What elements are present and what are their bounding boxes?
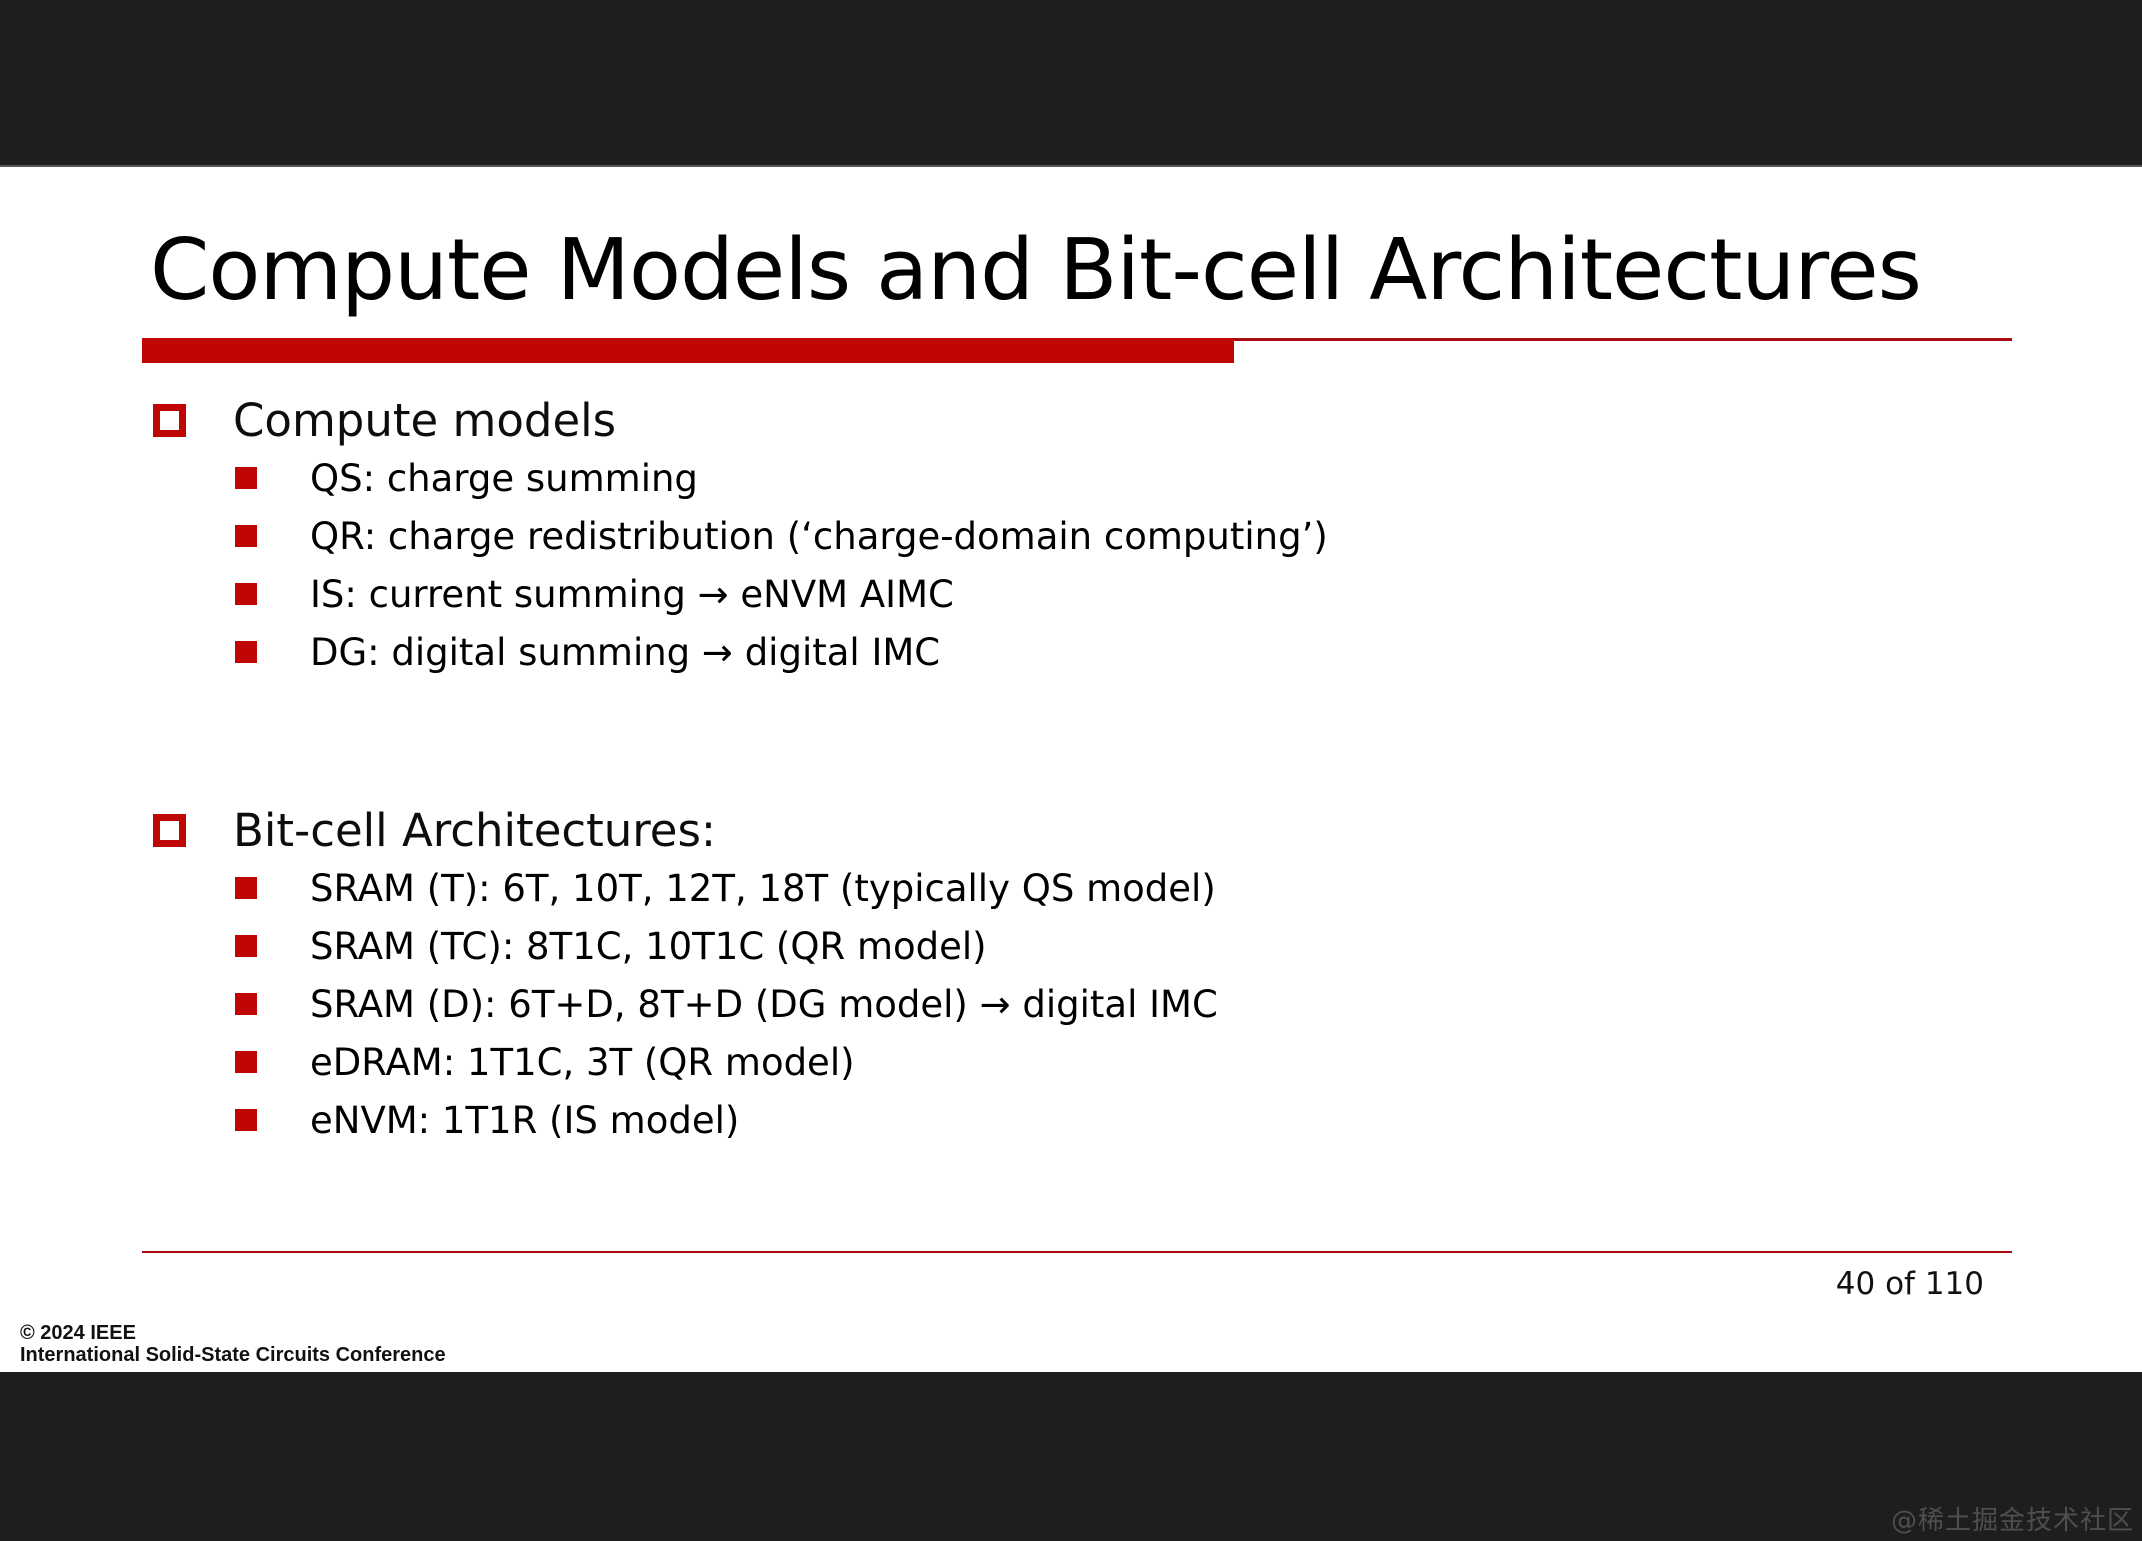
bullet-item: eDRAM: 1T1C, 3T (QR model) <box>153 1033 2013 1091</box>
top-letterbox-bar <box>0 0 2142 167</box>
filled-square-bullet-icon <box>235 1109 257 1131</box>
copyright-notice: © 2024 IEEE International Solid-State Ci… <box>20 1322 446 1366</box>
bottom-letterbox-bar: @稀土掘金技术社区 <box>0 1372 2142 1541</box>
section-heading: Bit-cell Architectures: <box>233 803 717 857</box>
section-block: Bit-cell Architectures: SRAM (T): 6T, 10T… <box>153 801 2013 1149</box>
bullet-item-text: SRAM (D): 6T+D, 8T+D (DG model) → digita… <box>310 982 1218 1026</box>
filled-square-bullet-icon <box>235 641 257 663</box>
bullet-item: eNVM: 1T1R (IS model) <box>153 1091 2013 1149</box>
slide-title: Compute Models and Bit-cell Architecture… <box>150 221 1922 320</box>
hollow-square-bullet-icon <box>153 813 186 847</box>
bullet-item-text: eNVM: 1T1R (IS model) <box>310 1098 740 1142</box>
watermark-text: @稀土掘金技术社区 <box>1890 1506 2134 1536</box>
hollow-square-bullet-icon <box>153 403 186 437</box>
section-heading-row: Compute models <box>153 391 2013 449</box>
filled-square-bullet-icon <box>235 877 257 899</box>
bullet-item: DG: digital summing → digital IMC <box>153 623 2013 681</box>
filled-square-bullet-icon <box>235 583 257 605</box>
title-divider-thick-bar <box>142 338 1234 363</box>
bullet-item: SRAM (D): 6T+D, 8T+D (DG model) → digita… <box>153 975 2013 1033</box>
bullet-item: SRAM (TC): 8T1C, 10T1C (QR model) <box>153 917 2013 975</box>
section-heading-row: Bit-cell Architectures: <box>153 801 2013 859</box>
copyright-line2: International Solid-State Circuits Confe… <box>20 1344 446 1366</box>
filled-square-bullet-icon <box>235 525 257 547</box>
filled-square-bullet-icon <box>235 993 257 1015</box>
bullet-item-text: eDRAM: 1T1C, 3T (QR model) <box>310 1040 855 1084</box>
copyright-line1: © 2024 IEEE <box>20 1322 136 1344</box>
bullet-item: IS: current summing → eNVM AIMC <box>153 565 2013 623</box>
bullet-item: QR: charge redistribution (‘charge-domai… <box>153 507 2013 565</box>
bullet-item-text: SRAM (T): 6T, 10T, 12T, 18T (typically Q… <box>310 866 1216 910</box>
bullet-item-text: QR: charge redistribution (‘charge-domai… <box>310 514 1328 558</box>
bullet-item-text: SRAM (TC): 8T1C, 10T1C (QR model) <box>310 924 987 968</box>
footer-divider-line <box>142 1251 2012 1253</box>
section-heading: Compute models <box>233 393 617 447</box>
bullet-item-text: QS: charge summing <box>310 456 698 500</box>
filled-square-bullet-icon <box>235 467 257 489</box>
filled-square-bullet-icon <box>235 1051 257 1073</box>
bullet-item: QS: charge summing <box>153 449 2013 507</box>
filled-square-bullet-icon <box>235 935 257 957</box>
bullet-item: SRAM (T): 6T, 10T, 12T, 18T (typically Q… <box>153 859 2013 917</box>
page-number: 40 of 110 <box>1835 1266 1984 1302</box>
bullet-item-text: DG: digital summing → digital IMC <box>310 630 941 674</box>
bullet-item-text: IS: current summing → eNVM AIMC <box>310 572 954 616</box>
